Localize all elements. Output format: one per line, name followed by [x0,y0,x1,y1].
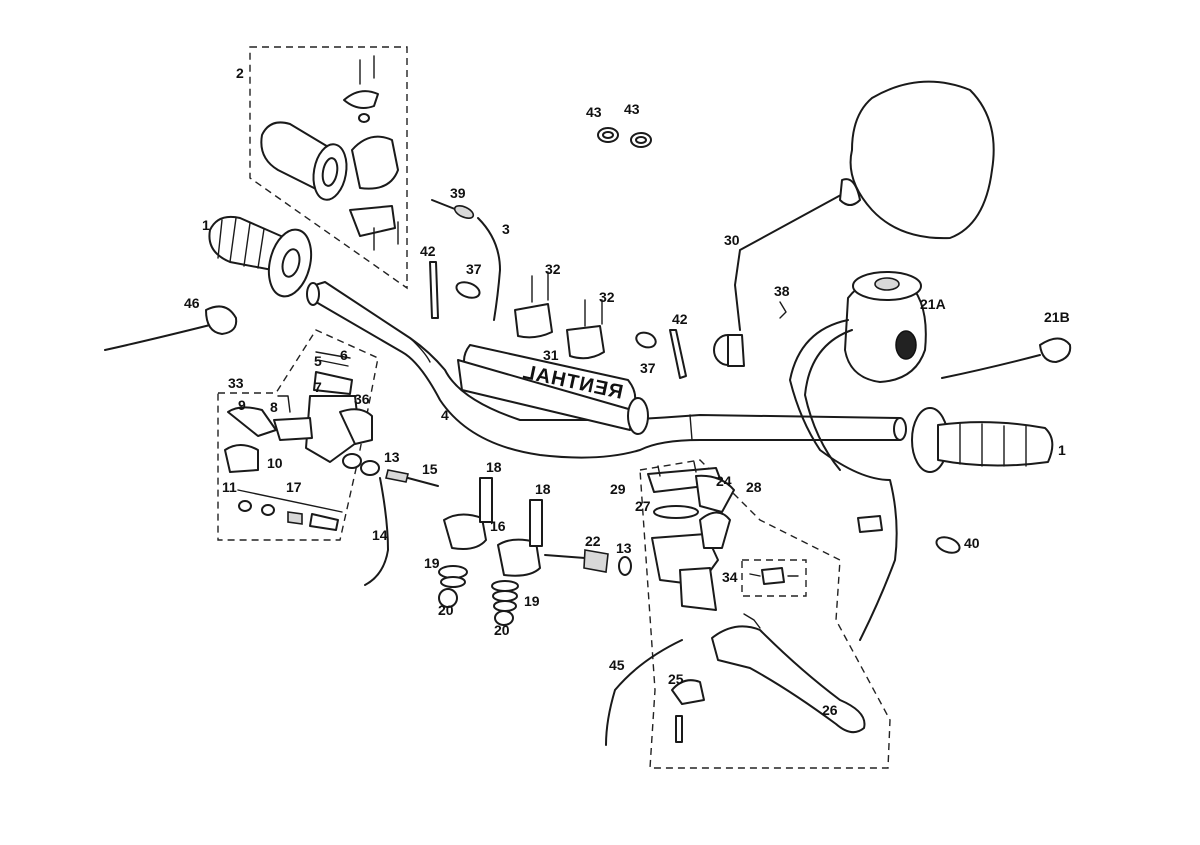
label-19-b: 19 [524,593,540,609]
label-8: 8 [270,399,278,415]
cable-tie-right [669,329,687,379]
switch-group-box [741,559,807,597]
mirror [713,80,995,367]
label-9: 9 [238,397,246,413]
cable-clamp-right [635,331,657,349]
cable-tie-left [429,261,439,319]
label-42-b: 42 [672,311,688,327]
right-grip [911,407,1054,473]
label-39: 39 [450,185,466,201]
throttle-assembly [260,55,399,251]
label-21a: 21A [920,296,946,312]
clamp-43-b [630,132,652,148]
clutch-perch [224,351,439,586]
label-7: 7 [314,379,322,395]
lower-clamp-right [491,499,543,626]
label-31: 31 [543,347,559,363]
label-24: 24 [716,473,732,489]
label-3: 3 [502,221,510,237]
bar-clamp-right [566,299,605,360]
label-38: 38 [774,283,790,299]
crossbar-pad: RENTHAL [457,344,649,435]
kill-switch [789,271,927,641]
label-30: 30 [724,232,740,248]
label-6: 6 [340,347,348,363]
label-19-a: 19 [424,555,440,571]
label-26: 26 [822,702,838,718]
label-1-right: 1 [1058,442,1066,458]
label-4: 4 [441,407,449,423]
label-14: 14 [372,527,388,543]
lower-clamp-left [438,477,493,608]
label-13-b: 13 [616,540,632,556]
brake-group-box [639,459,891,769]
label-36: 36 [354,391,370,407]
label-15: 15 [422,461,438,477]
label-46: 46 [184,295,200,311]
label-45: 45 [609,657,625,673]
throttle-group-box [249,46,408,290]
switch-46 [104,305,238,351]
lever-cover [671,679,705,743]
clamp-40 [935,536,961,554]
throttle-cable [431,199,501,321]
label-27: 27 [635,498,651,514]
brake-lever [711,613,866,734]
label-21b: 21B [1044,309,1070,325]
brake-master-cylinder [605,461,735,746]
label-13-a: 13 [384,449,400,465]
label-5: 5 [314,353,322,369]
label-16: 16 [490,518,506,534]
label-37-b: 37 [640,360,656,376]
label-22: 22 [585,533,601,549]
clamp-43-a [597,127,619,143]
label-43-b: 43 [624,101,640,117]
label-18-a: 18 [486,459,502,475]
label-28: 28 [746,479,762,495]
left-grip [208,215,313,298]
label-32-b: 32 [599,289,615,305]
label-33: 33 [228,375,244,391]
label-34: 34 [722,569,738,585]
label-11: 11 [222,479,237,495]
label-40: 40 [964,535,980,551]
label-29: 29 [610,481,626,497]
cable-clamp-left [455,281,481,299]
label-18-b: 18 [535,481,551,497]
switch-21b [941,337,1072,379]
clutch-group-box [217,329,379,541]
label-20-a: 20 [438,602,454,618]
clip-38 [779,301,787,319]
handlebar [306,281,907,459]
brake-line-fitting [544,549,632,576]
label-43-a: 43 [586,104,602,120]
label-17: 17 [286,479,302,495]
label-2: 2 [236,65,244,81]
label-37-a: 37 [466,261,482,277]
brake-switch [749,567,799,585]
label-32-a: 32 [545,261,561,277]
label-42-a: 42 [420,243,436,259]
label-1-left: 1 [202,217,210,233]
label-20-b: 20 [494,622,510,638]
label-25: 25 [668,671,684,687]
bar-clamp-left [514,271,553,339]
label-10: 10 [267,455,283,471]
